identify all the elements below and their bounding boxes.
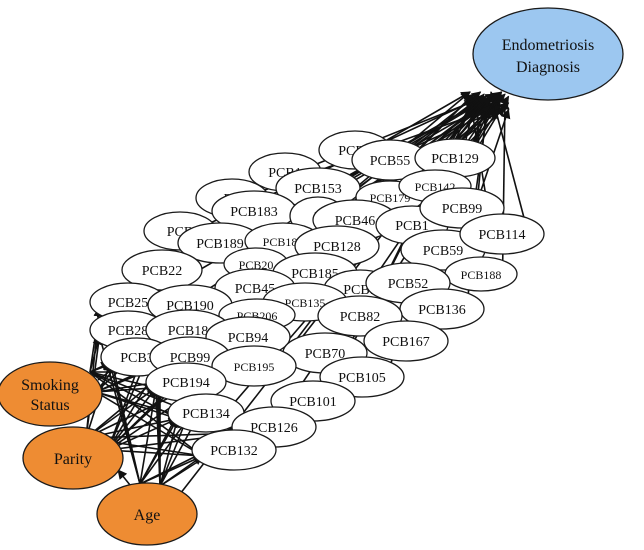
pcb-node-label: PCB167 (382, 335, 429, 350)
edge-covariate-to-pcb (107, 361, 141, 485)
pcb-node: PCB114 (459, 213, 545, 255)
pcb-node-label: PCB128 (313, 240, 360, 255)
edge-covariate-to-pcb (107, 449, 204, 461)
pcb-node-label: PCB153 (294, 182, 341, 197)
target-label-line1: Endometriosis (502, 37, 594, 54)
pcb-node: PCB195 (211, 345, 297, 387)
pcb-node-label: PCB25 (108, 296, 148, 311)
pcb-node-label: PCB55 (370, 154, 410, 169)
edge-pcb-to-target (376, 91, 471, 147)
pcb-node-label: PCB3 (120, 351, 153, 366)
edge-covariate-to-pcb (139, 386, 160, 485)
pcb-node-label: PCB129 (431, 152, 478, 167)
endometriosis-diagnosis-shape (472, 7, 624, 101)
pcb-node-label: PCB28 (108, 324, 148, 339)
pcb-node: PCB167 (363, 320, 449, 362)
pcb-node-shape (363, 320, 449, 362)
pcb-node-shape (459, 213, 545, 255)
pcb-node-label: PCB94 (228, 331, 268, 346)
pcb-node-label: PCB185 (291, 267, 338, 282)
edge-covariate-to-pcb (107, 386, 157, 451)
pcb-node-shape (191, 429, 277, 471)
pcb-node-label: PCB132 (210, 444, 257, 459)
pcb-node-label: PCB46 (335, 214, 375, 229)
smoking-status-node-shape (0, 361, 103, 427)
age-node-label: Age (134, 507, 161, 524)
edge-age-to-parity (117, 469, 131, 486)
pcb-node-label: PCB135 (285, 296, 326, 310)
pcb-node: PCB188 (444, 256, 518, 292)
pcb-node-label: PCB22 (142, 264, 182, 279)
pcb-node-label: PCB105 (338, 371, 385, 386)
pcb-node-label: PCB194 (162, 376, 209, 391)
pcb-node-label: PCB1 (395, 219, 428, 234)
pcb-node-label: PCB99 (442, 202, 482, 217)
pcb-node-label: PCB126 (250, 421, 297, 436)
pcb-node-label: PCB114 (479, 228, 526, 243)
pcb-node: PCB136 (399, 288, 485, 330)
pcb-node-label: PCB136 (418, 303, 465, 318)
pcb-node-label: PCB82 (340, 310, 380, 325)
pcb-node-label: PCB179 (370, 191, 411, 205)
pcb-node-label: PCB59 (423, 244, 463, 259)
pcb-node-label: PCB187 (263, 235, 304, 249)
smoking-status-node-label: Smoking (21, 377, 79, 394)
pcb-nodes: PCB1PCB55PCB129PCB1PCB153PCB179PCB142PCP… (89, 130, 545, 471)
pcb-node-label: PCB18 (168, 324, 208, 339)
edge-covariate-to-pcb (159, 417, 180, 487)
parity-node-label: Parity (54, 451, 92, 468)
pcb-node: PCB194 (145, 362, 227, 402)
pcb-node-label: PCB45 (235, 282, 275, 297)
age-node-shape (96, 482, 198, 546)
edge-age-to-parity (117, 469, 131, 486)
pcb-node-label: PCB188 (461, 268, 502, 282)
edge-covariate-to-pcb (107, 417, 179, 451)
parity-node: Parity (22, 426, 124, 490)
pcb-node-label: PCB52 (388, 277, 428, 292)
pcb-node-label: PCB70 (305, 347, 345, 362)
age-node: Age (96, 482, 198, 546)
pcb-node: PCB134 (167, 393, 245, 433)
pcb-node-label: PCB134 (182, 407, 229, 422)
pcb-node-label: PCB20 (239, 258, 274, 272)
pcb-node-label: PCB195 (234, 360, 275, 374)
pcb-node-label: PCB101 (289, 395, 336, 410)
pcb-node: PCB132 (191, 429, 277, 471)
parity-node-shape (22, 426, 124, 490)
pcb-node-label: PCB183 (230, 205, 277, 220)
pcb-node: PCB153 (275, 167, 361, 209)
smoking-status-node-label: Status (30, 397, 69, 414)
pcb-node-label: PCB99 (170, 351, 210, 366)
pcb-node-shape (211, 345, 297, 387)
pcb-node-label: PCB189 (196, 237, 243, 252)
target-label-line2: Diagnosis (516, 59, 580, 76)
pcb-node: PCB22 (121, 249, 203, 291)
pcb-node: PCB55 (351, 139, 429, 181)
